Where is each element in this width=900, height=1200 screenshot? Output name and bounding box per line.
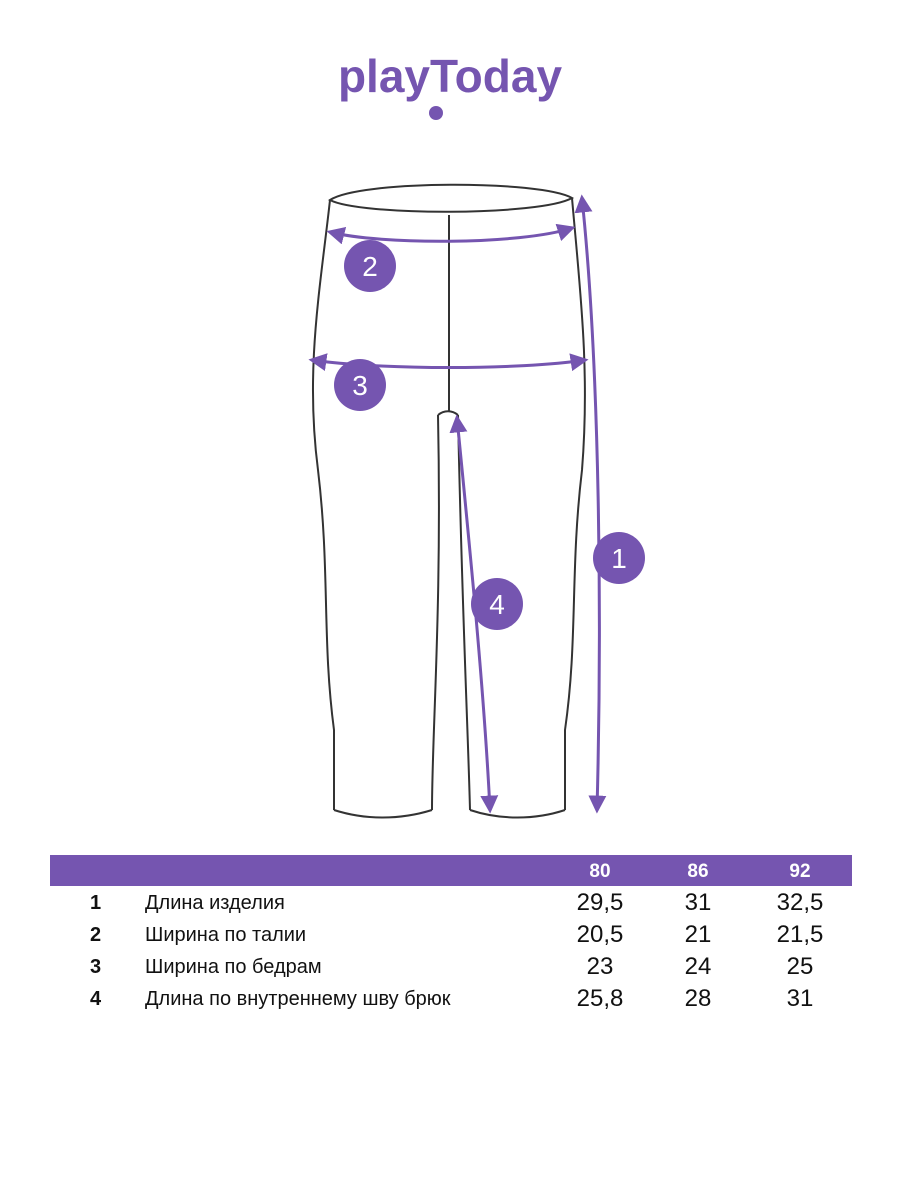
cell-size-92: 25	[786, 953, 814, 980]
marker-2: 2	[344, 240, 396, 292]
size-column-86: 86	[687, 861, 709, 882]
size-table: 80 86 92 1 Длина изделия 29,5 31 32,5 2 …	[50, 855, 852, 1014]
row-number: 4	[90, 988, 102, 1010]
cell-size-80: 20,5	[576, 921, 624, 948]
right-hem	[469, 809, 566, 819]
size-column-80: 80	[589, 861, 611, 882]
row-label: Ширина по бедрам	[145, 956, 322, 978]
brand-logo-dot	[429, 106, 443, 120]
table-row: 1 Длина изделия 29,5 31 32,5	[50, 886, 852, 918]
brand-logo: playToday	[338, 50, 563, 120]
marker-4: 4	[471, 578, 523, 630]
row-number: 1	[90, 892, 102, 914]
arrow-waist	[326, 223, 576, 245]
row-number: 2	[90, 924, 102, 946]
right-outer-side	[564, 197, 586, 810]
cell-size-92: 21,5	[776, 921, 824, 948]
left-inner-leg	[431, 414, 440, 811]
row-label: Ширина по талии	[145, 924, 307, 946]
arrow-hips	[308, 353, 589, 372]
cell-size-80: 23	[586, 953, 614, 980]
brand-logo-text: playToday	[338, 50, 563, 102]
size-column-92: 92	[789, 861, 811, 882]
cell-size-92: 31	[786, 985, 814, 1012]
row-number: 3	[90, 956, 102, 978]
left-hem	[333, 809, 433, 819]
cell-size-86: 28	[684, 985, 712, 1012]
row-label: Длина по внутреннему шву брюк	[145, 988, 451, 1010]
marker-3: 3	[334, 359, 386, 411]
table-row: 4 Длина по внутреннему шву брюк 25,8 28 …	[50, 982, 852, 1014]
marker-4-label: 4	[489, 589, 505, 620]
table-row: 2 Ширина по талии 20,5 21 21,5	[50, 918, 852, 950]
size-table-header: 80 86 92	[50, 855, 852, 886]
table-row: 3 Ширина по бедрам 23 24 25	[50, 950, 852, 982]
marker-1: 1	[593, 532, 645, 584]
cell-size-92: 32,5	[776, 889, 824, 916]
left-outer-side	[311, 199, 335, 810]
cell-size-86: 24	[684, 953, 712, 980]
cell-size-80: 29,5	[576, 889, 624, 916]
cell-size-86: 21	[684, 921, 712, 948]
marker-2-label: 2	[362, 251, 378, 282]
marker-3-label: 3	[352, 370, 368, 401]
measurement-arrows	[308, 194, 607, 814]
pants-measurement-diagram: 2 3 1 4	[308, 183, 645, 819]
marker-1-label: 1	[611, 543, 627, 574]
cell-size-80: 25,8	[576, 985, 624, 1012]
cell-size-86: 31	[684, 889, 712, 916]
row-label: Длина изделия	[145, 892, 285, 914]
waistband-top	[328, 183, 575, 213]
arrow-length	[574, 194, 607, 814]
